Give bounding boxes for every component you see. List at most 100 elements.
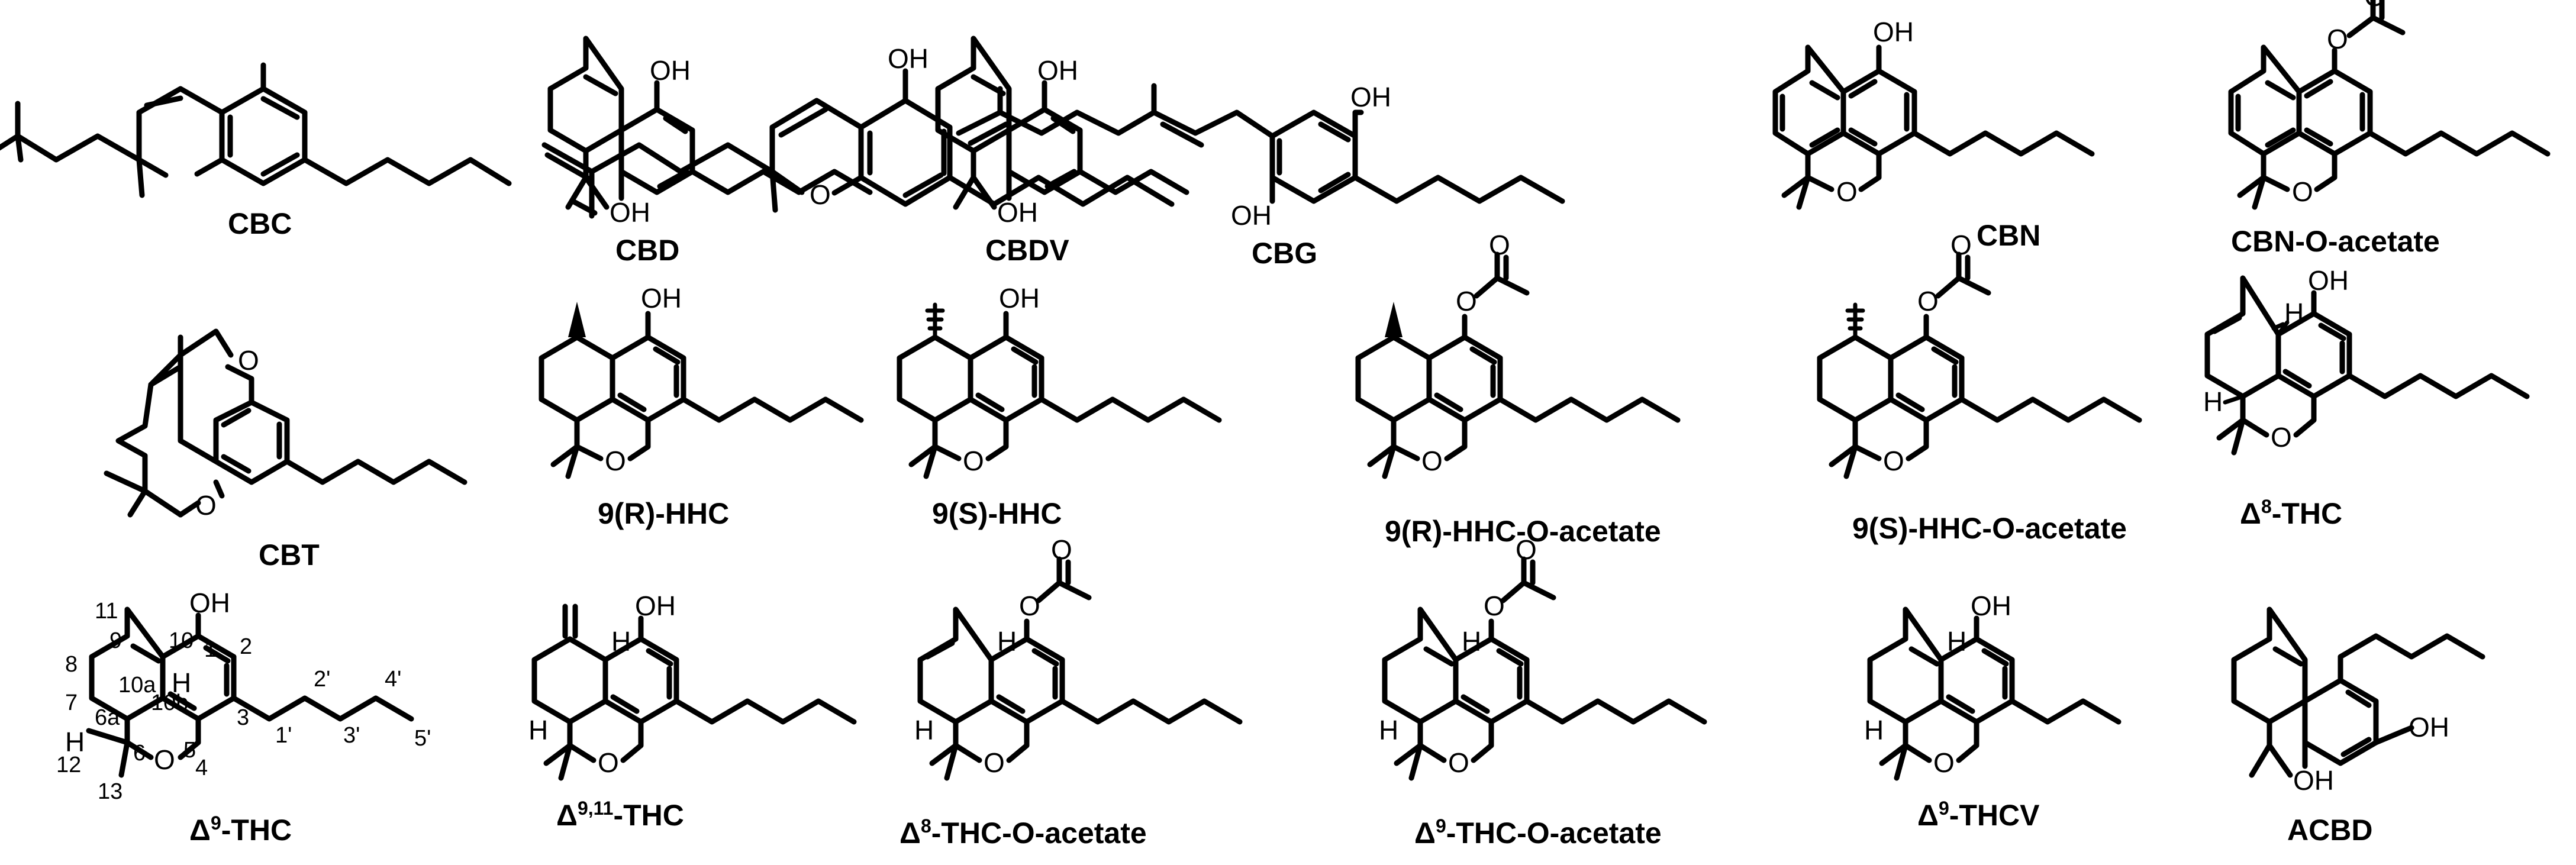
- atom-number: 11: [95, 599, 118, 624]
- atom-label: O: [154, 744, 175, 775]
- atom-label: O: [238, 345, 259, 376]
- compound-label: Δ8-THC-O-acetate: [899, 815, 1147, 850]
- atom-label: OH: [610, 197, 650, 228]
- delta-symbol: Δ: [189, 814, 211, 847]
- atom-number: 1': [275, 723, 292, 748]
- delta-symbol: Δ: [1414, 816, 1436, 850]
- atom-label: H: [1947, 626, 1966, 657]
- structure-delta8-thc-o-acetate: O O O H H Δ8-THC-O-acetate: [899, 534, 1243, 850]
- compound-label: 9(S)-HHC: [932, 497, 1062, 530]
- compound-label: 9(S)-HHC-O-acetate: [1852, 512, 2127, 545]
- compound-label: CBG: [1252, 237, 1317, 270]
- structure-9r-hhc-o-acetate: O O O 9(R)-HHC-O-acetate: [1355, 230, 1681, 548]
- delta-symbol: Δ: [899, 816, 921, 850]
- atom-number: 10a: [118, 673, 156, 698]
- atom-number: 10b: [151, 690, 188, 715]
- compound-label: Δ9-THC-O-acetate: [1414, 815, 1662, 850]
- label-suffix: -THC-O-acetate: [931, 816, 1147, 850]
- atom-number: 6: [133, 741, 146, 766]
- atom-label: OH: [1873, 17, 1914, 47]
- atom-label: H: [997, 626, 1017, 657]
- compound-label: Δ9,11-THC: [556, 798, 684, 832]
- atom-label: OH: [1350, 82, 1391, 112]
- delta-symbol: Δ: [1917, 799, 1939, 832]
- atom-number: 2: [240, 634, 252, 659]
- atom-label: H: [172, 667, 191, 698]
- atom-number: 7: [65, 690, 78, 715]
- label-suffix: -THC-O-acetate: [1446, 816, 1662, 850]
- atom-label: O: [2327, 24, 2348, 54]
- atom-label: OH: [635, 590, 676, 621]
- atom-number: 13: [98, 779, 122, 804]
- atom-label: O: [2271, 422, 2292, 453]
- compound-label: Δ9-THC: [189, 812, 292, 847]
- compound-label: ACBD: [2287, 814, 2372, 847]
- atom-label: O: [1917, 286, 1939, 317]
- superscript: 8: [921, 815, 931, 837]
- compound-label: CBC: [228, 207, 292, 240]
- structure-delta8-thc: OH O H H Δ8-THC: [2203, 265, 2530, 530]
- atom-label: O: [1484, 590, 1505, 621]
- structure-cbt: O O CBT: [104, 328, 468, 572]
- cbc-drawing: [0, 62, 512, 198]
- compound-label: 9(R)-HHC: [598, 497, 729, 530]
- structure-cbd: OH OH CBD: [547, 35, 873, 267]
- atom-label: OH: [1971, 590, 2011, 621]
- atom-label: H: [2284, 298, 2304, 328]
- structure-9s-hhc-o-acetate: O O O 9(S)-HHC-O-acetate: [1817, 230, 2142, 545]
- atom-label: OH: [999, 283, 1040, 314]
- label-suffix: -THC: [221, 814, 292, 847]
- structure-acbd: OH OH ACBD: [2231, 606, 2485, 847]
- superscript: 9: [211, 812, 221, 834]
- compound-label: Δ9-THCV: [1917, 798, 2040, 832]
- atom-label: O: [963, 446, 984, 476]
- compound-label: Δ8-THC: [2240, 496, 2342, 530]
- atom-label: H: [1379, 715, 1398, 745]
- structure-delta9-thc: 11 9 10 8 10a 10b H OH 1 2 7 6a H 6 5 3 …: [56, 588, 431, 847]
- compound-label: CBN: [1977, 219, 2040, 252]
- atom-label: O: [1051, 534, 1072, 565]
- compound-label: 9(R)-HHC-O-acetate: [1385, 515, 1661, 548]
- atom-label: O: [984, 747, 1005, 778]
- atom-label: O: [1883, 446, 1904, 476]
- structure-delta911-thc: OH O H H Δ9,11-THC: [528, 590, 857, 832]
- atom-number: 5': [414, 726, 431, 751]
- atom-label: O: [2292, 176, 2313, 207]
- atom-label: OH: [641, 283, 682, 314]
- atom-number: 1: [204, 637, 217, 662]
- atom-label: O: [1421, 446, 1443, 476]
- structure-delta9-thc-o-acetate: O O O H H Δ9-THC-O-acetate: [1379, 534, 1707, 850]
- label-suffix: -THCV: [1949, 799, 2040, 832]
- structure-cbdv: OH OH CBDV: [935, 35, 1189, 267]
- compound-label: CBN-O-acetate: [2231, 225, 2440, 258]
- atom-number: 12: [56, 753, 81, 777]
- atom-label: O: [1019, 590, 1040, 621]
- atom-number: 5: [183, 738, 196, 763]
- atom-label: O: [195, 490, 217, 521]
- atom-number: 6a: [95, 705, 120, 730]
- atom-label: OH: [650, 55, 691, 86]
- superscript: 8: [2261, 496, 2272, 517]
- superscript: 9: [1939, 798, 1949, 819]
- structure-cbg: OH OH CBG: [956, 82, 1565, 270]
- atom-label: OH: [997, 197, 1038, 228]
- label-suffix: -THC: [613, 799, 684, 832]
- compound-label: CBDV: [985, 234, 1069, 267]
- atom-label: H: [65, 727, 85, 757]
- atom-number: 9: [109, 628, 122, 653]
- superscript: 9,11: [578, 798, 614, 819]
- atom-number: 4': [385, 667, 401, 692]
- atom-number: 8: [65, 652, 78, 677]
- atom-label: O: [598, 747, 619, 778]
- atom-label: O: [605, 446, 626, 476]
- atom-number: 3: [237, 705, 249, 730]
- atom-label: O: [1836, 176, 1858, 207]
- compound-label: CBT: [259, 538, 320, 572]
- atom-number: 2': [314, 667, 330, 692]
- structure-cbn: OH O CBN: [1772, 17, 2095, 252]
- label-suffix: -THC: [2272, 497, 2342, 530]
- structure-cbn-o-acetate: O O O CBN-O-acetate: [2228, 0, 2551, 258]
- delta-symbol: Δ: [556, 799, 578, 832]
- atom-label: H: [611, 626, 631, 657]
